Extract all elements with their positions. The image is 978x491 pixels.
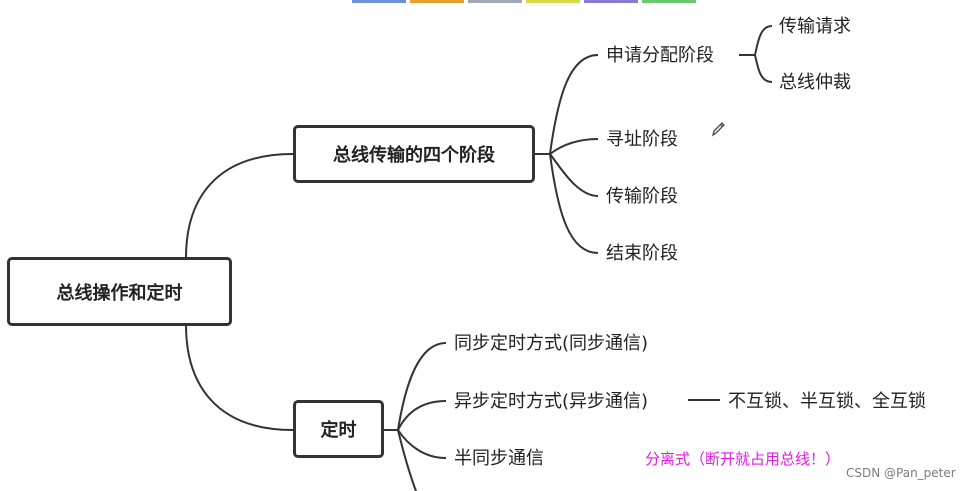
top-color-strip-2: [410, 0, 464, 3]
connector-to-transfer: [549, 153, 599, 197]
leaf-transfer-phase[interactable]: 传输阶段: [606, 186, 678, 207]
connector-to-async: [397, 400, 447, 431]
leaf-async-interlock-types[interactable]: 不互锁、半互锁、全互锁: [728, 391, 926, 412]
top-color-strip-3: [468, 0, 522, 3]
connector-to-request: [754, 25, 773, 56]
connector-to-sync: [397, 342, 447, 431]
connector-to-end: [549, 153, 599, 254]
leaf-semi-sync[interactable]: 半同步通信: [454, 448, 544, 469]
top-color-strip-1: [352, 0, 406, 3]
leaf-sync-timing[interactable]: 同步定时方式(同步通信): [454, 333, 649, 354]
connector-to-apply: [549, 54, 599, 155]
leaf-async-timing[interactable]: 异步定时方式(异步通信): [454, 391, 649, 412]
leaf-end-phase[interactable]: 结束阶段: [606, 243, 678, 264]
root-node-label: 总线操作和定时: [56, 282, 183, 304]
top-color-strip-6: [642, 0, 696, 3]
node-bus-transfer-phases-label: 总线传输的四个阶段: [333, 145, 495, 166]
root-node[interactable]: 总线操作和定时: [7, 257, 232, 326]
connector-root-to-timing: [185, 324, 294, 431]
connector-root-to-phases: [185, 153, 294, 259]
top-color-strip-5: [584, 0, 638, 3]
connector-to-address: [549, 138, 599, 155]
watermark: CSDN @Pan_peter: [846, 466, 956, 480]
node-bus-transfer-phases[interactable]: 总线传输的四个阶段: [293, 125, 535, 183]
node-timing-label: 定时: [320, 420, 357, 441]
leaf-address-phase[interactable]: 寻址阶段: [606, 129, 678, 150]
connector-to-split: [397, 429, 417, 491]
connector-to-semisync: [397, 429, 447, 459]
pencil-icon[interactable]: [710, 120, 726, 138]
leaf-apply-phase[interactable]: 申请分配阶段: [606, 45, 714, 66]
connector-to-arbitration: [754, 54, 773, 83]
node-timing[interactable]: 定时: [293, 400, 384, 458]
leaf-transfer-request[interactable]: 传输请求: [779, 16, 851, 37]
leaf-bus-arbitration[interactable]: 总线仲裁: [779, 72, 851, 93]
top-color-strip-4: [526, 0, 580, 3]
annotation-split-transaction: 分离式（断开就占用总线！）: [645, 450, 841, 468]
